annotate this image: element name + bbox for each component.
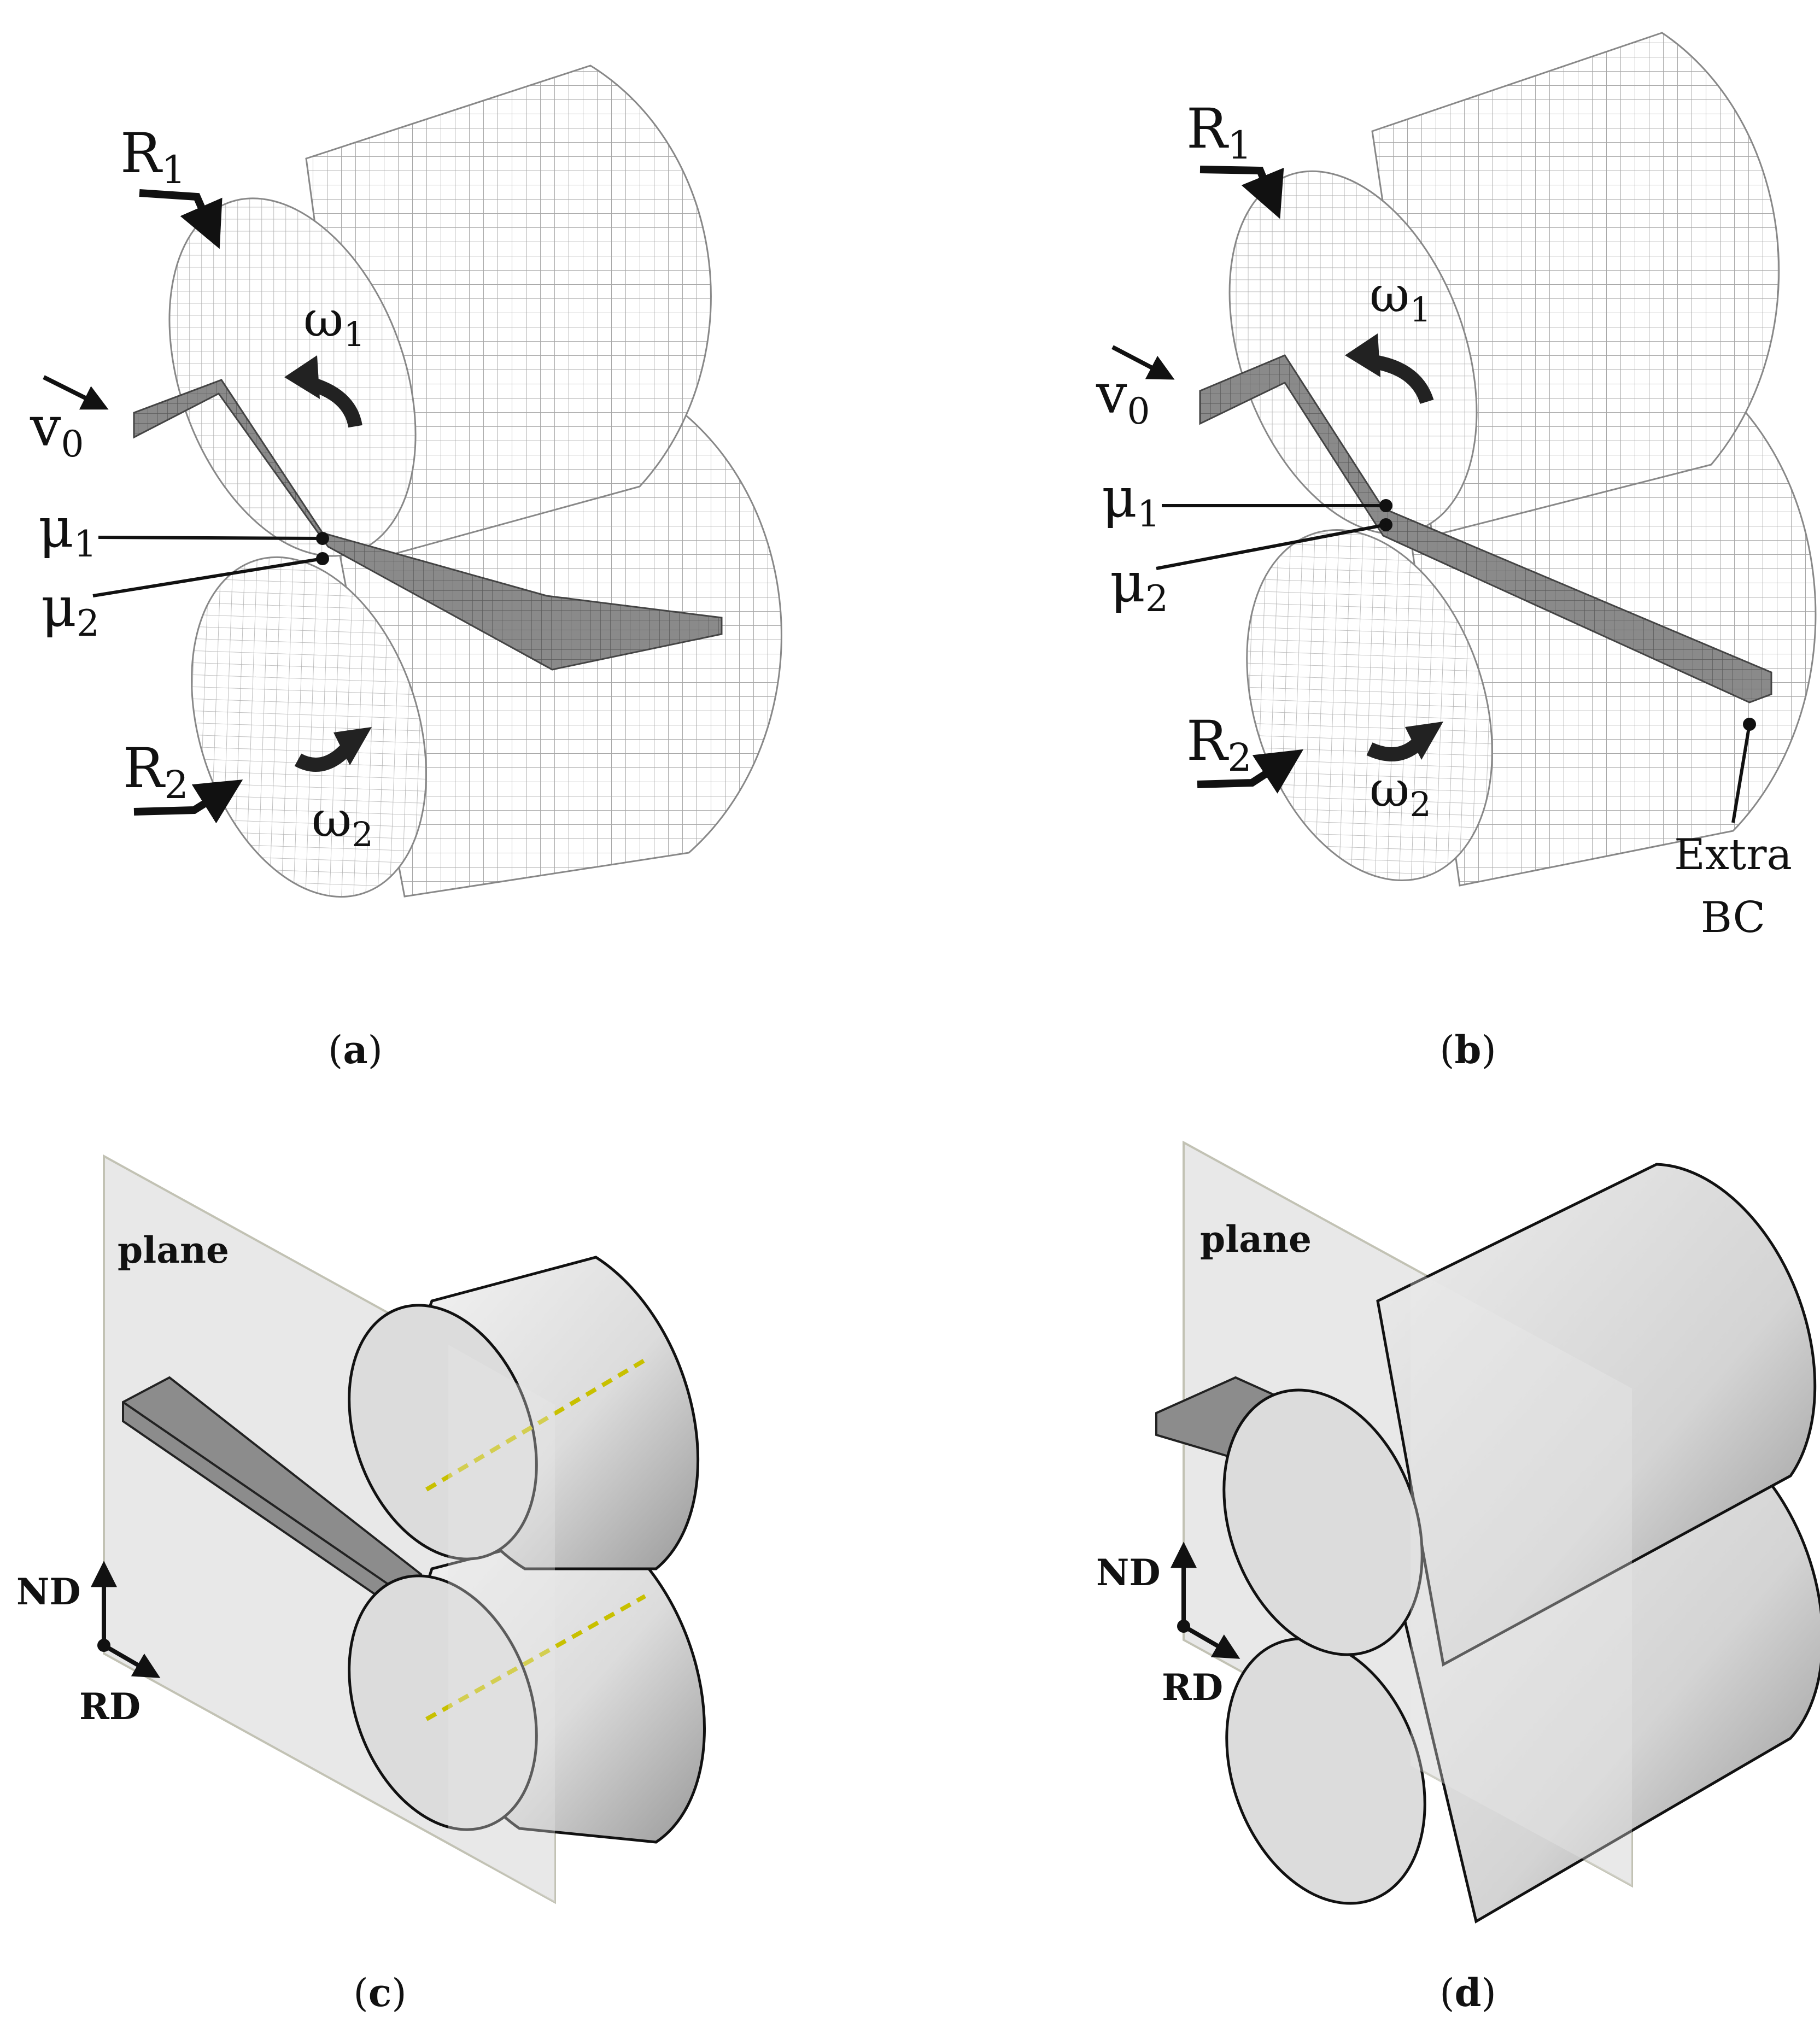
strip-mesh (1199, 354, 1772, 704)
label-R1: R1 (1186, 97, 1252, 168)
label-omega1: ω1 (1370, 266, 1431, 330)
label-mu2: μ2 (1110, 550, 1168, 620)
label-nd: ND (16, 1570, 81, 1613)
leader-mu2 (92, 557, 323, 597)
label-extra-bc-line2: BC (1701, 893, 1765, 942)
pointer-arrow-icon (133, 779, 243, 824)
axis-origin (97, 1639, 110, 1652)
caption-a: (a) (328, 1027, 383, 1072)
rotation-arrow-icon (284, 355, 320, 399)
panel-c: plane ND RD (c) (16, 1154, 706, 2015)
panel-b: R1 ω1 v0 μ1 μ2 R2 ω2 Extra BC (b) (1096, 32, 1817, 1072)
label-extra-bc-line1: Extra (1674, 830, 1792, 880)
panel-a: R1 ω1 v0 μ1 μ2 R2 ω2 (a) (30, 65, 782, 1072)
caption-d: (d) (1439, 1970, 1496, 2015)
label-mu2: μ2 (41, 575, 100, 644)
strip-mesh (133, 379, 723, 671)
axis-arrow-icon (102, 1643, 161, 1678)
pointer-arrow-icon (43, 375, 109, 410)
pointer-arrow-icon (1199, 166, 1284, 219)
label-v0: v0 (30, 395, 84, 465)
caption-c: (c) (353, 1970, 406, 2015)
leader-extra-bc (1731, 724, 1751, 823)
label-nd: ND (1096, 1551, 1161, 1594)
label-R2: R2 (1186, 709, 1252, 780)
label-omega2: ω2 (312, 791, 373, 854)
roll-axis-line (425, 1356, 649, 1492)
leader-mu2 (1156, 523, 1386, 570)
panel-d: plane ND RD (d) (1096, 1140, 1820, 2015)
caption-b: (b) (1439, 1027, 1496, 1072)
label-mu1: μ1 (1102, 466, 1160, 535)
label-plane: plane (118, 1229, 229, 1271)
roll-axis-line (425, 1594, 646, 1721)
axis-origin (1177, 1620, 1190, 1633)
rotation-arrow-icon (333, 727, 372, 765)
label-R2: R2 (123, 736, 189, 807)
pointer-arrow-icon (139, 189, 223, 249)
label-mu1: μ1 (38, 496, 97, 565)
pointer-arrow-icon (1197, 749, 1304, 794)
rotation-arrow-icon (1345, 333, 1380, 377)
rotation-arrow-icon (1405, 722, 1443, 760)
axis-arrow-icon (1182, 1624, 1240, 1659)
label-omega1: ω1 (303, 291, 365, 354)
label-R1: R1 (120, 121, 186, 192)
upper-roll (348, 1256, 700, 1570)
label-rd: RD (1162, 1666, 1223, 1709)
label-rd: RD (79, 1685, 141, 1728)
label-omega2: ω2 (1370, 761, 1431, 824)
label-plane: plane (1200, 1218, 1312, 1261)
pointer-arrow-icon (1111, 345, 1175, 380)
leader-mu1 (98, 536, 323, 540)
upper-roll (1222, 1163, 1817, 1667)
label-v0: v0 (1096, 362, 1150, 432)
lower-roll (348, 1523, 706, 1844)
